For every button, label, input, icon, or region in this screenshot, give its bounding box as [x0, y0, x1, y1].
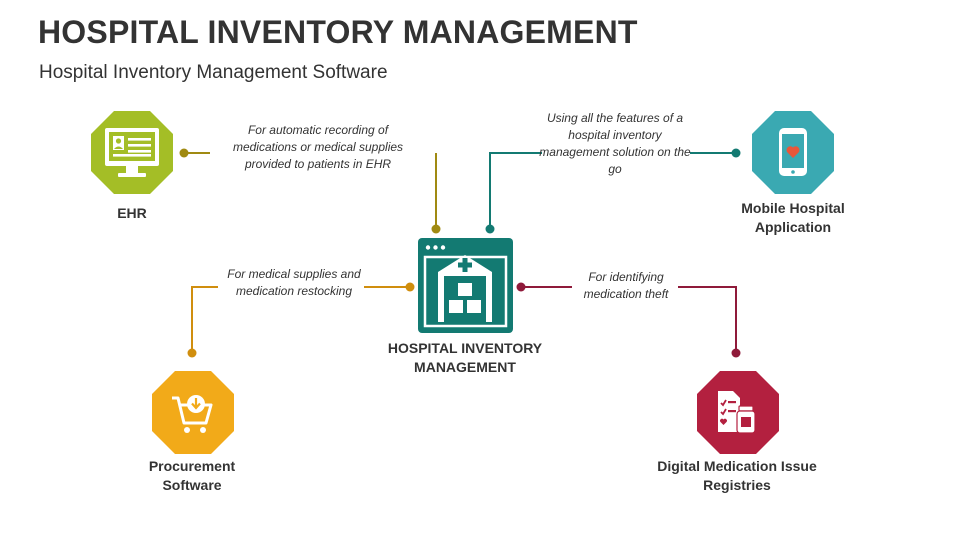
mobile-label: Mobile Hospital Application: [718, 199, 868, 237]
page-title: HOSPITAL INVENTORY MANAGEMENT: [38, 14, 638, 50]
mobile-description: Using all the features of a hospital inv…: [539, 111, 691, 176]
shopping-cart-icon: [172, 395, 213, 433]
center-label-line1: HOSPITAL INVENTORY: [387, 340, 543, 356]
page-subtitle: Hospital Inventory Management Software: [39, 62, 388, 83]
connector-registries: [521, 286, 737, 353]
registries-node: [697, 371, 779, 454]
ehr-description: For automatic recording of medications o…: [232, 123, 404, 171]
registries-description: For identifying medication theft: [583, 270, 669, 301]
connector-dot: [187, 348, 197, 358]
center-node: [418, 238, 513, 333]
center-label-line2: MANAGEMENT: [414, 359, 516, 375]
registries-label: Digital Medication Issue Registries: [636, 457, 838, 495]
procurement-label: Procurement Software: [122, 457, 262, 495]
connector-dot: [731, 148, 741, 158]
mobile-label-line2: Application: [754, 219, 832, 235]
connector-dot: [179, 148, 189, 158]
computer-monitor-icon: [105, 128, 159, 177]
connector-dot: [405, 282, 415, 292]
procurement-node: [152, 371, 234, 454]
connector-procurement: [191, 286, 410, 353]
registries-label-line2: Registries: [703, 477, 771, 493]
medication-checklist-icon: [718, 391, 756, 434]
mobile-node: [752, 111, 834, 194]
center-label: HOSPITAL INVENTORY MANAGEMENT: [370, 339, 560, 377]
smartphone-heart-icon: [779, 128, 807, 176]
ehr-node: [91, 111, 173, 194]
procurement-label-line2: Software: [162, 477, 222, 493]
connector-dot: [516, 282, 526, 292]
procurement-description: For medical supplies and medication rest…: [227, 267, 361, 298]
connector-dot: [431, 224, 441, 234]
connector-dot: [485, 224, 495, 234]
connector-dot: [731, 348, 741, 358]
registries-label-line1: Digital Medication Issue: [657, 458, 817, 474]
procurement-octagon: [152, 371, 234, 454]
mobile-label-line1: Mobile Hospital: [741, 200, 845, 216]
connector-mobile: [489, 152, 736, 228]
ehr-label: EHR: [117, 205, 147, 221]
procurement-label-line1: Procurement: [148, 458, 236, 474]
